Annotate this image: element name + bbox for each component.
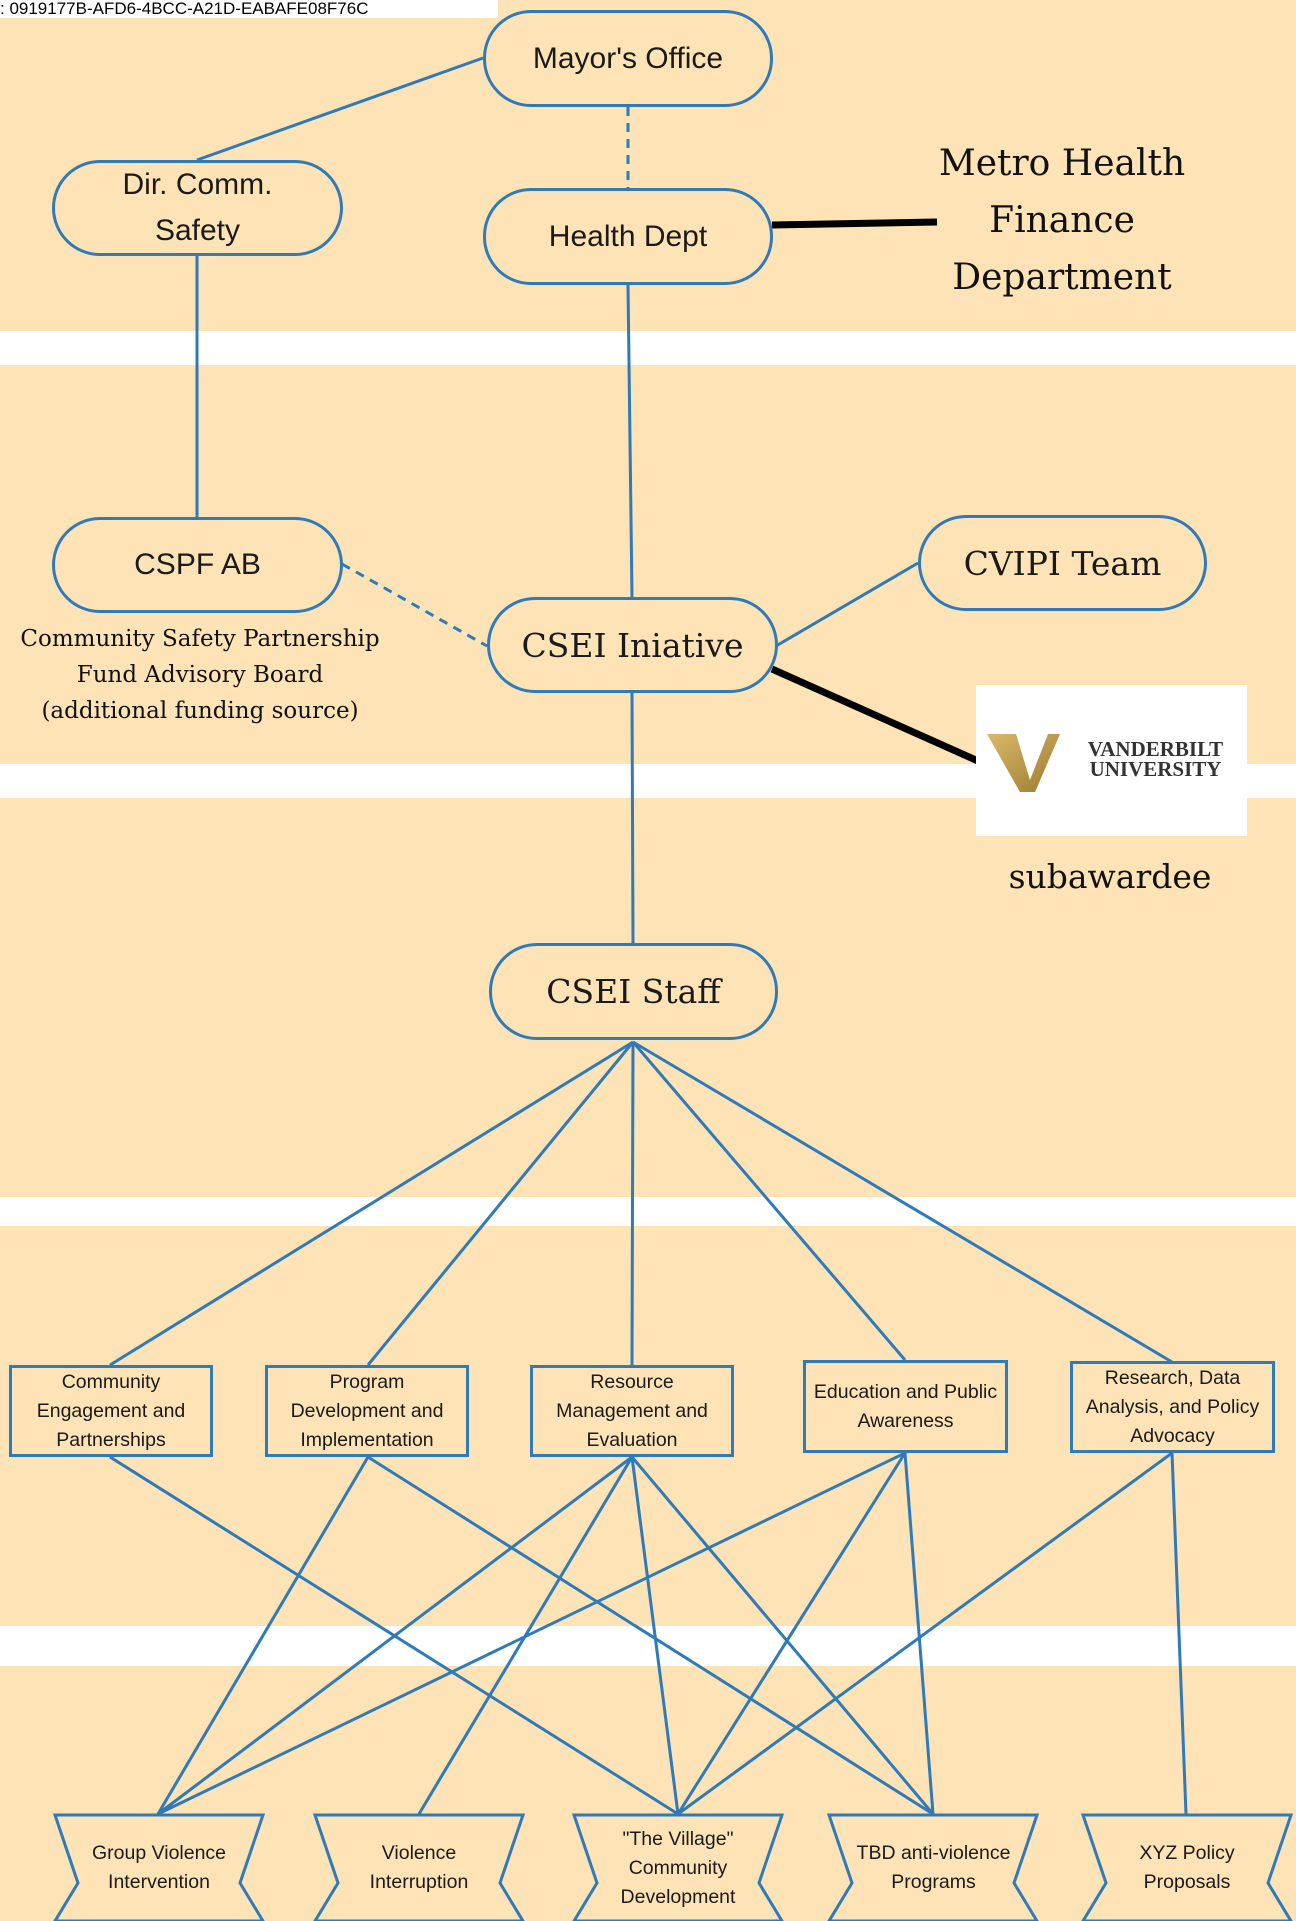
node-mayors-office[interactable]: Mayor's Office [483, 10, 773, 107]
program-shape-3 [571, 1813, 785, 1921]
edge-f5-xyz [1170, 1452, 1188, 1815]
edge-initiative-cvipi [775, 561, 919, 648]
edge-staff-function-5 [632, 1040, 1173, 1364]
node-cvipi-team[interactable]: CVIPI Team [918, 515, 1207, 611]
edge-initiative-vanderbilt [770, 665, 980, 765]
program-the-village[interactable]: "The Village" Community Development [620, 1827, 736, 1908]
node-cspf-ab[interactable]: CSPF AB [52, 517, 343, 613]
node-health-dept[interactable]: Health Dept [483, 188, 773, 285]
node-csei-initiative[interactable]: CSEI Iniative [487, 597, 778, 693]
edge-f4-village [676, 1452, 907, 1815]
node-health-dept-label: Health Dept [548, 219, 708, 253]
node-cvipi-team-label: CVIPI Team [963, 543, 1162, 583]
node-dir-comm-safety[interactable]: Dir. Comm. Safety [52, 160, 343, 256]
vanderbilt-wordmark: VANDERBILT UNIVERSITY [1087, 737, 1224, 781]
program-shape-1 [52, 1813, 266, 1921]
node-dir-comm-safety-label: Dir. Comm. Safety [122, 168, 273, 247]
edge-health-initiative [626, 284, 634, 598]
edge-staff-function-2 [366, 1041, 635, 1366]
edge-f2-tbd [367, 1455, 934, 1816]
edge-f4-gvi [157, 1451, 906, 1816]
background-band-3 [0, 798, 1296, 1197]
node-csei-staff[interactable]: CSEI Staff [489, 943, 778, 1040]
function-education-awareness[interactable]: Education and Public Awareness [803, 1360, 1008, 1453]
edge-staff-function-1 [109, 1040, 634, 1367]
program-violence-interruption[interactable]: Violence Interruption [369, 1842, 469, 1893]
function-research-policy[interactable]: Research, Data Analysis, and Policy Advo… [1070, 1361, 1275, 1453]
edge-mayor-dircomm [196, 56, 484, 162]
edge-f3-tbd [630, 1456, 935, 1815]
background-band-4 [0, 1226, 1296, 1626]
edge-staff-function-3 [630, 1041, 635, 1366]
edge-staff-function-4 [631, 1041, 907, 1361]
vanderbilt-v-icon [987, 734, 1060, 792]
program-shape-2 [312, 1813, 526, 1921]
function-resource-management[interactable]: Resource Management and Evaluation [530, 1365, 734, 1457]
document-id-strip: : 0919177B-AFD6-4BCC-A21D-EABAFE08F76C [0, 0, 498, 18]
node-mayors-office-label: Mayor's Office [532, 41, 724, 75]
edge-f3-village [630, 1456, 680, 1815]
program-tbd-anti-violence[interactable]: TBD anti-violence Programs [856, 1842, 1011, 1893]
edge-f4-tbd [903, 1452, 935, 1815]
edge-cspf-initiative [341, 562, 488, 648]
program-xyz-policy[interactable]: XYZ Policy Proposals [1139, 1842, 1235, 1893]
function-community-engagement[interactable]: Community Engagement and Partnerships [9, 1365, 213, 1457]
edge-f3-gvi [157, 1455, 633, 1816]
node-metro-health-finance: Metro Health Finance Department [938, 143, 1186, 298]
subawardee-label: subawardee [1008, 857, 1212, 896]
program-group-violence-intervention[interactable]: Group Violence Intervention [91, 1842, 227, 1893]
node-csei-staff-label: CSEI Staff [546, 972, 721, 1011]
vanderbilt-logo: VANDERBILT UNIVERSITY [976, 685, 1247, 836]
node-cspf-ab-label: CSPF AB [134, 548, 261, 581]
cspf-caption: Community Safety Partnership Fund Adviso… [20, 626, 380, 724]
program-shape-5 [1080, 1813, 1294, 1921]
edge-health-finance [771, 218, 938, 229]
function-program-development[interactable]: Program Development and Implementation [265, 1365, 469, 1457]
program-shape-4 [826, 1813, 1040, 1921]
edge-f5-village [677, 1451, 1173, 1816]
edge-f2-gvi [156, 1456, 370, 1815]
node-csei-initiative-label: CSEI Iniative [521, 625, 744, 665]
edge-initiative-staff [630, 692, 635, 944]
background-band-1 [0, 0, 1296, 331]
